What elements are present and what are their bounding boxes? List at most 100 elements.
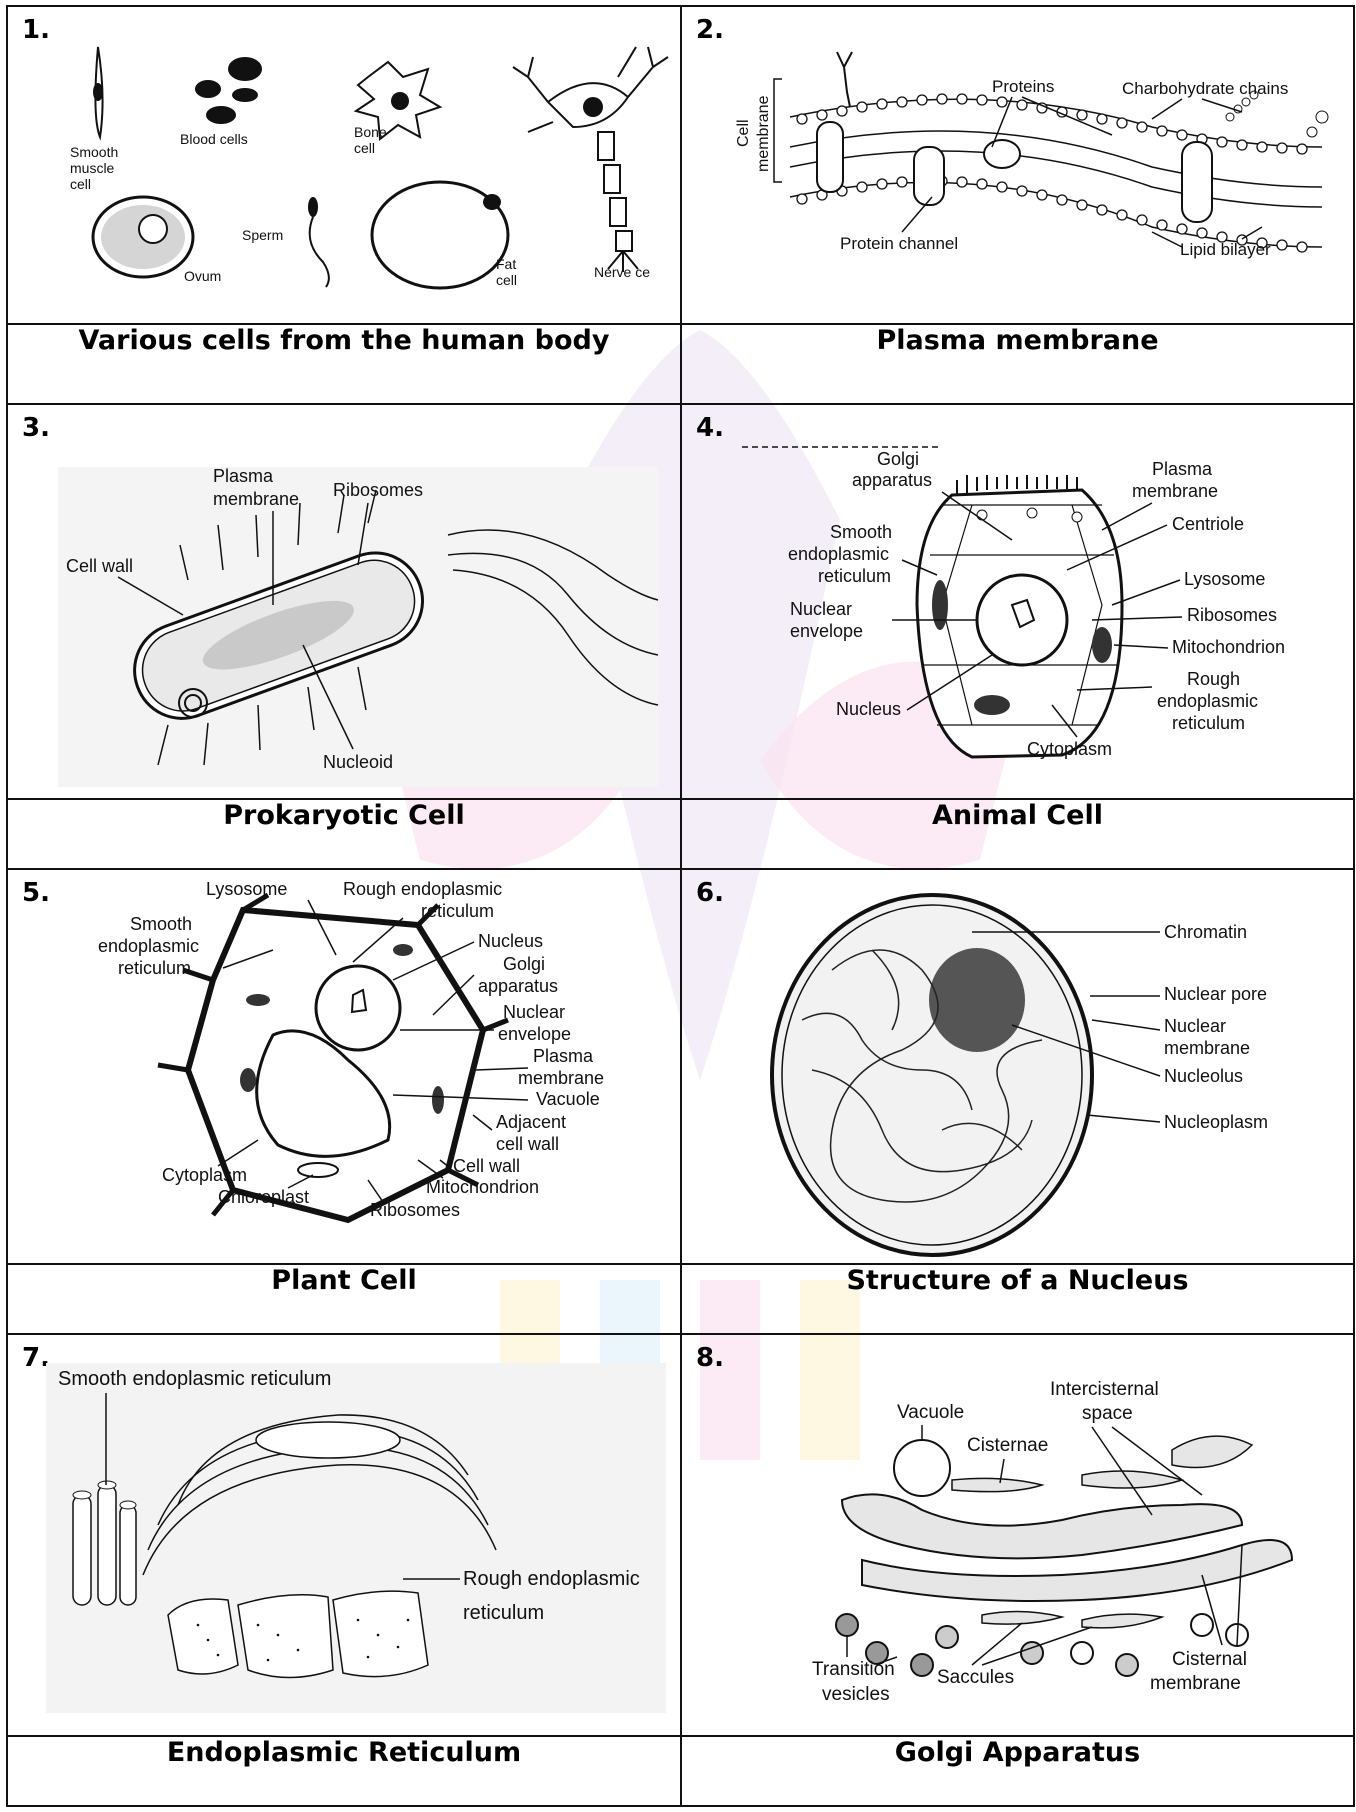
svg-text:Nucleus: Nucleus [478,931,543,951]
svg-text:Vacuole: Vacuole [536,1089,600,1109]
svg-text:Smooth endoplasmic reticulum: Smooth endoplasmic reticulum [58,1368,331,1390]
svg-text:cell wall: cell wall [496,1134,559,1154]
svg-text:endoplasmic: endoplasmic [788,544,889,564]
svg-text:membrane: membrane [518,1068,604,1088]
svg-text:Blood cells: Blood cells [180,131,248,147]
svg-text:envelope: envelope [498,1024,571,1044]
svg-text:Centriole: Centriole [1172,514,1244,534]
svg-text:Cytoplasm: Cytoplasm [162,1165,247,1185]
svg-text:Lysosome: Lysosome [1184,569,1265,589]
svg-text:Cell wall: Cell wall [66,556,133,576]
svg-text:Lysosome: Lysosome [206,879,287,899]
caption-cell-2: Plasma membrane [681,324,1354,404]
svg-text:reticulum: reticulum [1172,713,1245,733]
svg-text:reticulum: reticulum [463,1602,544,1624]
svg-text:Chloroplast: Chloroplast [218,1187,309,1207]
figure-cell-6: 6. Chromatin Nuclear pore Nuclear membra… [681,869,1354,1264]
svg-text:Adjacent: Adjacent [496,1112,566,1132]
svg-text:Nerve ce: Nerve ce [594,264,650,280]
svg-text:membrane: membrane [1150,1673,1241,1694]
caption-cell-3: Prokaryotic Cell [7,799,681,869]
svg-text:Ribosomes: Ribosomes [1187,605,1277,625]
svg-text:Golgi: Golgi [877,449,919,469]
svg-text:Rough endoplasmic: Rough endoplasmic [343,879,502,899]
svg-text:Ribosomes: Ribosomes [333,480,423,500]
svg-text:Mitochondrion: Mitochondrion [426,1177,539,1197]
svg-text:apparatus: apparatus [852,470,932,490]
svg-text:membrane: membrane [755,95,772,172]
figure-cell-8: 8. Vacuole Inte [681,1334,1354,1736]
caption-cell-1: Various cells from the human body [7,324,681,404]
svg-text:membrane: membrane [213,489,299,509]
figure-cell-1: 1. Smooth muscle cell Blood cells Bone c… [7,6,681,324]
svg-text:Protein channel: Protein channel [840,234,958,253]
svg-text:Cisternal: Cisternal [1172,1649,1247,1670]
endoplasmic-reticulum-diagram: Smooth endoplasmic reticulum Rough endop… [8,1335,682,1735]
svg-text:Vacuole: Vacuole [897,1402,964,1423]
human-cells-diagram: Smooth muscle cell Blood cells Bone cell [8,7,682,323]
prokaryotic-cell-diagram: Plasma membrane Ribosomes Cell wall Nucl… [8,405,682,798]
svg-text:Cell: Cell [735,119,752,147]
svg-text:Plasma: Plasma [533,1046,594,1066]
svg-text:apparatus: apparatus [478,976,558,996]
svg-text:Chromatin: Chromatin [1164,922,1247,942]
svg-text:Bone: Bone [354,124,387,140]
svg-text:Smooth: Smooth [830,522,892,542]
svg-text:Cytoplasm: Cytoplasm [1027,739,1112,759]
diagram-grid: 1. Smooth muscle cell Blood cells Bone c… [6,5,1355,1807]
svg-text:Nuclear: Nuclear [503,1002,565,1022]
svg-text:Rough endoplasmic: Rough endoplasmic [463,1568,640,1590]
svg-text:Nuclear pore: Nuclear pore [1164,984,1267,1004]
plant-cell-diagram: Lysosome Rough endoplasmic reticulum Smo… [8,870,682,1263]
caption-cell-8: Golgi Apparatus [681,1736,1354,1806]
svg-text:Saccules: Saccules [937,1667,1014,1688]
caption-cell-4: Animal Cell [681,799,1354,869]
svg-text:Fat: Fat [496,256,516,272]
svg-text:muscle: muscle [70,160,115,176]
animal-cell-diagram: Golgi apparatus Plasma membrane Centriol… [682,405,1355,798]
figure-caption: Plasma membrane [876,325,1158,356]
svg-text:Proteins: Proteins [992,77,1054,96]
figure-cell-5: 5. Lysosome Rough endoplasmic reticulum … [7,869,681,1264]
svg-text:Smooth: Smooth [130,914,192,934]
svg-text:cell: cell [354,140,375,156]
figure-cell-4: 4. Golgi apparatus Plasma membrane Centr… [681,404,1354,799]
svg-text:membrane: membrane [1164,1038,1250,1058]
nucleus-diagram: Chromatin Nuclear pore Nuclear membrane … [682,870,1355,1263]
svg-text:reticulum: reticulum [118,958,191,978]
svg-text:Ribosomes: Ribosomes [370,1200,460,1220]
svg-text:vesicles: vesicles [822,1684,890,1705]
svg-text:reticulum: reticulum [421,901,494,921]
svg-text:Nuclear: Nuclear [1164,1016,1226,1036]
figure-caption: Structure of a Nucleus [846,1265,1188,1296]
figure-cell-7: 7. Smooth endoplasmic [7,1334,681,1736]
svg-text:cell: cell [496,272,517,288]
svg-text:Smooth: Smooth [70,144,118,160]
svg-text:Nucleoid: Nucleoid [323,752,393,772]
svg-text:space: space [1082,1403,1133,1424]
svg-text:membrane: membrane [1132,481,1218,501]
svg-text:Nucleolus: Nucleolus [1164,1066,1243,1086]
svg-text:endoplasmic: endoplasmic [98,936,199,956]
golgi-apparatus-diagram: Vacuole Intercisternal space Cisternae T… [682,1335,1355,1735]
svg-text:Sperm: Sperm [242,227,283,243]
svg-text:Ovum: Ovum [184,268,221,284]
svg-text:Nucleoplasm: Nucleoplasm [1164,1112,1268,1132]
svg-text:Golgi: Golgi [503,954,545,974]
svg-text:Plasma: Plasma [213,466,274,486]
figure-caption: Golgi Apparatus [895,1737,1140,1768]
svg-text:cell: cell [70,176,91,192]
figure-cell-3: 3. Plasma membrane Ribosomes Cell wall [7,404,681,799]
caption-cell-5: Plant Cell [7,1264,681,1334]
svg-text:Nuclear: Nuclear [790,599,852,619]
svg-text:endoplasmic: endoplasmic [1157,691,1258,711]
svg-text:Nucleus: Nucleus [836,699,901,719]
caption-cell-7: Endoplasmic Reticulum [7,1736,681,1806]
figure-caption: Endoplasmic Reticulum [167,1737,521,1768]
svg-text:Rough: Rough [1187,669,1240,689]
svg-text:Cisternae: Cisternae [967,1435,1048,1456]
figure-caption: Prokaryotic Cell [223,800,465,831]
figure-caption: Plant Cell [271,1265,416,1296]
caption-cell-6: Structure of a Nucleus [681,1264,1354,1334]
